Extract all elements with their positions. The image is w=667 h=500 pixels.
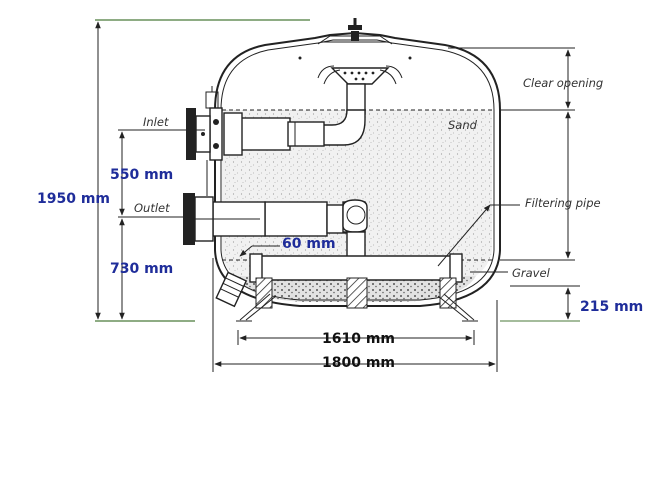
vent-valve: [348, 18, 362, 41]
label-sand: Sand: [448, 118, 478, 132]
label-inlet: Inlet: [143, 115, 169, 129]
dim-tank-diameter: 1800 mm: [322, 355, 395, 371]
outlet-pipe: [183, 193, 368, 261]
label-outlet: Outlet: [134, 201, 170, 215]
inlet-pipe: [186, 83, 366, 196]
drain-valve: [215, 271, 248, 308]
dim-outlet-height: 730 mm: [110, 261, 173, 277]
dim-nozzle-diameter: 60 mm: [282, 236, 336, 252]
label-filtering-pipe: Filtering pipe: [525, 196, 601, 210]
support-legs: [236, 293, 478, 322]
filtering-pipe: [249, 253, 463, 283]
label-gravel: Gravel: [512, 266, 551, 280]
support-block-left: [255, 277, 273, 309]
filter-tank: [214, 18, 501, 307]
support-block-center: [346, 277, 368, 309]
label-clear-opening: Clear opening: [523, 76, 603, 90]
dim-leg-height: 215 mm: [580, 299, 643, 315]
sand-layer: [222, 110, 492, 280]
dim-leg-span: 1610 mm: [322, 331, 395, 347]
dim-total-height: 1950 mm: [37, 191, 110, 207]
dimension-lines: [95, 21, 571, 372]
label-leaders: [118, 47, 580, 287]
diffuser: [317, 65, 403, 85]
dim-inlet-to-outlet: 550 mm: [110, 167, 173, 183]
